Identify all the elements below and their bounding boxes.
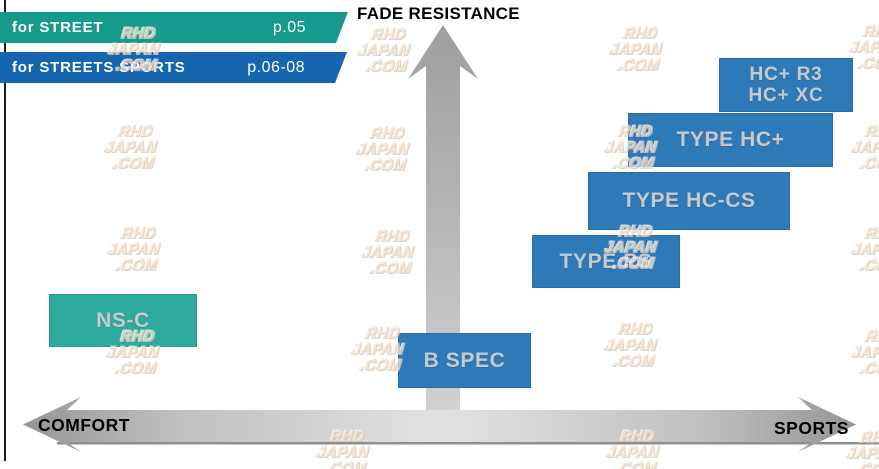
- product-label: TYPE HC-CS: [622, 189, 756, 212]
- fade-resistance-arrow: [408, 25, 478, 442]
- product-box-b-spec: B SPEC: [398, 333, 531, 388]
- sports-axis-label: SPORTS: [774, 418, 849, 438]
- banner-label: for STREET: [12, 19, 104, 36]
- banner-page-ref: p.06-08: [247, 58, 305, 76]
- product-box-type-hc-cs: TYPE HC-CS: [588, 172, 790, 230]
- banner-for-streets-sports: for STREETS SPORTS p.06-08: [0, 52, 347, 83]
- fade-resistance-axis-label: FADE RESISTANCE: [357, 4, 520, 23]
- product-label: TYPE PS: [559, 249, 653, 273]
- product-label: TYPE HC+: [676, 128, 785, 151]
- comfort-axis-label: COMFORT: [38, 415, 130, 435]
- banner-page-ref: p.05: [272, 18, 306, 36]
- axis-shadow-line: [57, 442, 879, 445]
- product-box-type-ps: TYPE PS: [532, 235, 680, 288]
- comfort-sports-arrow: [23, 397, 856, 452]
- banner-for-street: for STREET p.05: [0, 12, 348, 43]
- product-label: HC+ R3: [749, 64, 823, 85]
- banner-label: for STREETS SPORTS: [12, 59, 186, 76]
- product-label: HC+ XC: [748, 85, 824, 106]
- product-box-type-hc: TYPE HC+: [628, 113, 833, 167]
- product-label: B SPEC: [423, 348, 506, 372]
- product-box-ns-c: NS-C: [49, 294, 197, 347]
- product-label: NS-C: [96, 308, 150, 332]
- left-border-rule: [4, 0, 6, 461]
